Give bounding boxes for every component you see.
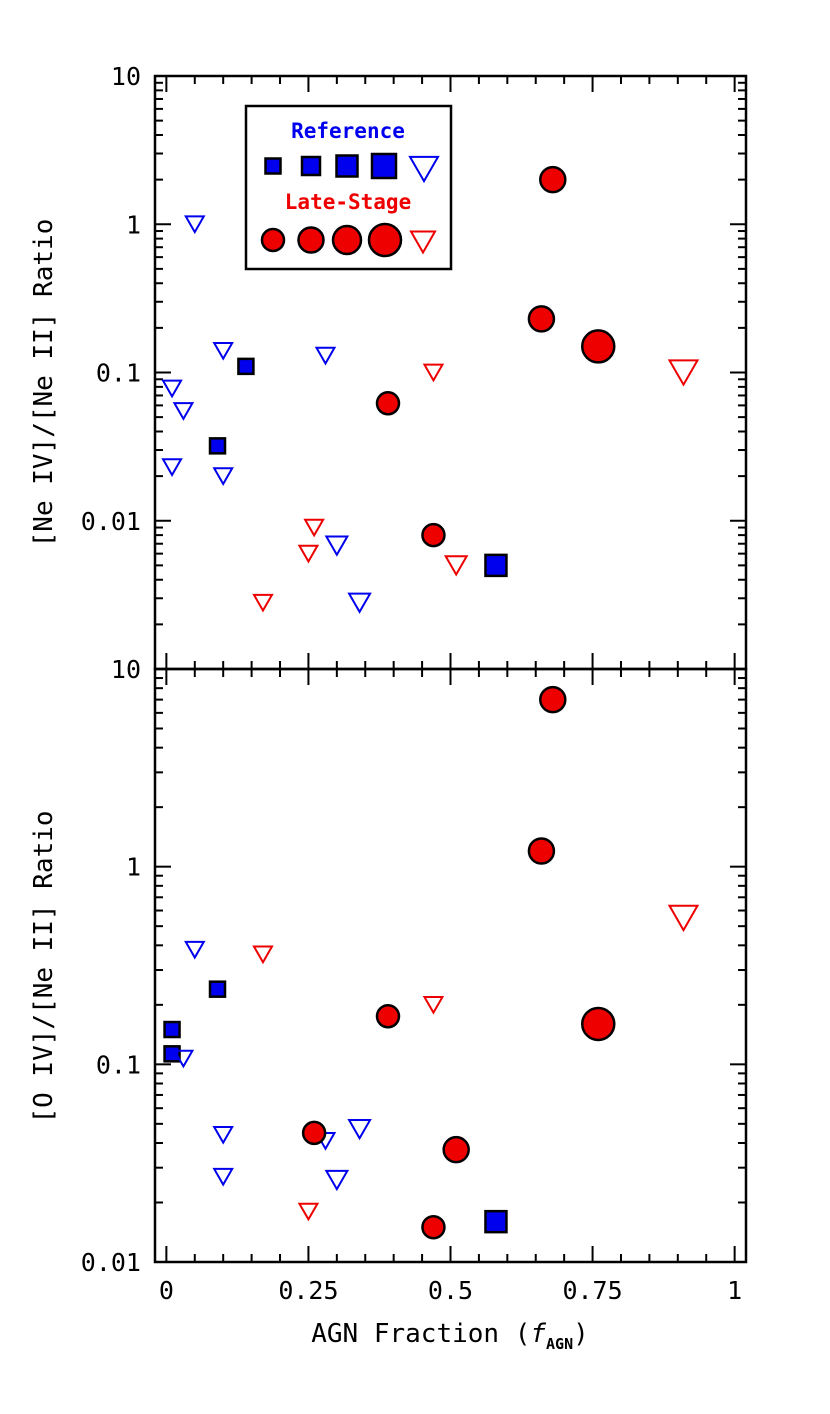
reference-upper-limit-point xyxy=(347,1119,372,1141)
reference-upper-limit-point xyxy=(161,379,183,399)
top-ytick-label: 0.1 xyxy=(96,359,141,388)
late-stage-circle-point xyxy=(421,522,446,548)
late-stage-upper-limit-point xyxy=(297,1202,320,1222)
reference-upper-limit-point xyxy=(172,1049,195,1069)
reference-square-point xyxy=(163,1020,181,1039)
reference-upper-limit-point xyxy=(184,940,206,960)
top-panel: 10 1 0.1 0.01 [Ne IV]/[Ne II] Ratio Referen… xyxy=(29,62,748,671)
late-stage-circle-point xyxy=(442,1135,470,1164)
late-stage-upper-limit-point xyxy=(252,593,274,613)
late-stage-circle-point xyxy=(421,1214,446,1240)
legend-markers xyxy=(260,152,440,258)
late-stage-upper-limit-point xyxy=(252,945,274,965)
xtick-label: 0.5 xyxy=(428,1276,473,1305)
reference-upper-limit-point xyxy=(184,215,206,235)
late-stage-circle-point xyxy=(301,1120,327,1146)
top-ytick-label: 1 xyxy=(126,210,141,239)
reference-upper-limit-point xyxy=(324,535,350,557)
bottom-ytick-label: 10 xyxy=(111,655,141,684)
reference-upper-limit-point xyxy=(212,1167,234,1187)
reference-square-point xyxy=(484,1209,508,1234)
late-stage-upper-limit-point xyxy=(297,544,320,564)
reference-square-point xyxy=(484,553,508,578)
legend-late-stage-circle-marker xyxy=(367,222,403,258)
late-stage-circle-point xyxy=(581,329,616,364)
top-panel-points xyxy=(161,165,700,614)
bottom-panel: 10 1 0.1 0.01 0 0.25 0.5 0.75 1 [O IV]/[Ne II] … xyxy=(29,655,748,1353)
late-stage-circle-point xyxy=(375,391,401,416)
reference-square-point xyxy=(237,357,255,376)
late-stage-upper-limit-point xyxy=(422,995,445,1015)
legend-reference-square-marker xyxy=(335,154,359,178)
top-ytick-label: 0.01 xyxy=(81,507,141,536)
xtick-label: 1 xyxy=(727,1276,742,1305)
xtick-label: 0.75 xyxy=(562,1276,622,1305)
late-stage-upper-limit-point xyxy=(667,904,700,933)
xtick-label: 0 xyxy=(159,1276,174,1305)
bottom-panel-ticks xyxy=(155,668,746,1263)
bottom-ytick-label: 1 xyxy=(126,853,141,882)
reference-square-point xyxy=(208,437,227,455)
top-panel-ylabel: [Ne IV]/[Ne II] Ratio xyxy=(29,219,59,548)
bottom-ytick-label: 0.01 xyxy=(81,1248,141,1277)
late-stage-circle-point xyxy=(527,837,556,865)
reference-upper-limit-point xyxy=(161,458,183,477)
x-axis-label-math: f xyxy=(530,1319,546,1349)
reference-square-point xyxy=(208,980,227,998)
legend-late-stage-circle-marker xyxy=(260,227,286,253)
x-axis-label-text: AGN Fraction ( xyxy=(311,1319,530,1349)
reference-upper-limit-point xyxy=(347,592,372,614)
bottom-panel-frame xyxy=(153,667,748,1264)
reference-upper-limit-point xyxy=(212,467,234,486)
reference-upper-limit-point xyxy=(324,1169,350,1192)
x-axis-label-subscript: AGN xyxy=(546,1335,573,1353)
x-axis-label-close: ) xyxy=(573,1319,589,1349)
late-stage-upper-limit-point xyxy=(422,363,445,383)
top-panel-ytick-labels: 10 1 0.1 0.01 xyxy=(81,62,141,536)
legend-late-stage-triangle-marker xyxy=(409,230,437,255)
legend-late-stage-circle-marker xyxy=(331,224,363,256)
x-axis-label: AGN Fraction (fAGN) xyxy=(311,1319,589,1353)
bottom-panel-xtick-labels: 0 0.25 0.5 0.75 1 xyxy=(159,1276,742,1305)
top-ytick-label: 10 xyxy=(111,62,141,91)
xtick-label: 0.25 xyxy=(278,1276,338,1305)
reference-upper-limit-point xyxy=(212,342,234,361)
late-stage-circle-point xyxy=(527,305,556,333)
bottom-ytick-label: 0.1 xyxy=(96,1050,141,1079)
legend-late-stage-circle-marker xyxy=(297,226,325,254)
reference-upper-limit-point xyxy=(314,346,337,366)
legend-title-late-stage: Late-Stage xyxy=(285,190,411,214)
bottom-panel-points xyxy=(163,685,700,1240)
legend: Reference Late-Stage xyxy=(244,104,453,271)
legend-reference-square-marker xyxy=(300,155,322,177)
late-stage-circle-point xyxy=(539,685,567,714)
legend-reference-square-marker xyxy=(370,152,398,180)
reference-upper-limit-point xyxy=(172,402,195,421)
bottom-panel-ylabel: [O IV]/[Ne II] Ratio xyxy=(29,810,59,1123)
legend-reference-square-marker xyxy=(264,157,282,175)
late-stage-circle-point xyxy=(581,1006,616,1042)
legend-reference-triangle-marker xyxy=(408,155,440,184)
late-stage-circle-point xyxy=(539,165,567,194)
late-stage-upper-limit-point xyxy=(443,555,469,577)
late-stage-upper-limit-point xyxy=(303,518,325,538)
top-panel-ticks xyxy=(155,75,746,670)
late-stage-upper-limit-point xyxy=(667,359,700,387)
reference-upper-limit-point xyxy=(212,1125,234,1145)
late-stage-circle-point xyxy=(375,1004,401,1029)
legend-title-reference: Reference xyxy=(291,119,405,143)
bottom-panel-ytick-labels: 10 1 0.1 0.01 xyxy=(81,655,141,1277)
